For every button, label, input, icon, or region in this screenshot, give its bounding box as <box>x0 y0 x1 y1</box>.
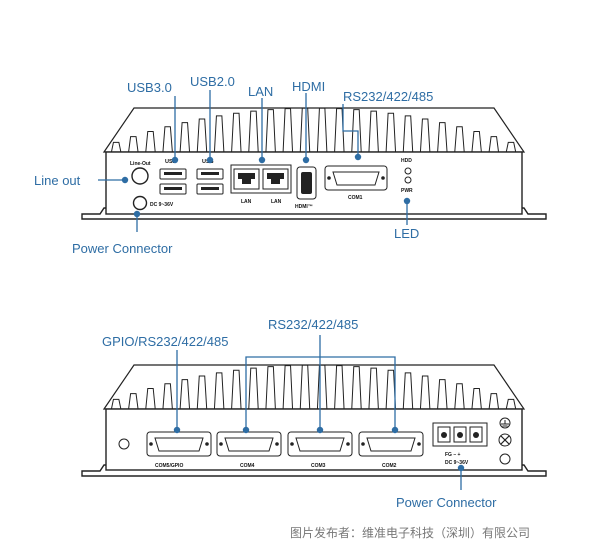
heatsink-fin <box>334 365 345 410</box>
com2-db9-port: COM2 <box>358 431 424 469</box>
heatsink-fin <box>402 372 414 410</box>
power-connector-callout-bottom: Power Connector <box>396 495 497 510</box>
top-callout-leaders <box>98 90 411 232</box>
hdmi-port-label: HDMI™ <box>295 204 313 210</box>
bottom-callout-leaders <box>173 335 465 490</box>
heatsink-fin <box>110 398 122 410</box>
publisher-watermark: 图片发布者：维准电子科技（深圳）有限公司 <box>290 525 530 540</box>
rs232-callout-top: RS232/422/485 <box>343 89 433 104</box>
power-connector-callout-top: Power Connector <box>72 241 173 256</box>
bottom-heatsink-fins <box>102 364 526 410</box>
heatsink-fin <box>351 366 362 410</box>
hdmi-callout: HDMI <box>292 79 325 94</box>
heatsink-fin <box>471 387 482 410</box>
heatsink-fin <box>213 372 225 410</box>
heatsink-fin <box>231 112 242 153</box>
com4-db9-port: COM4 <box>216 431 282 469</box>
heatsink-fin <box>402 115 414 153</box>
com3-port-label: COM3 <box>311 463 326 469</box>
heatsink-fin <box>265 109 276 153</box>
hdd-led-label: HDD <box>401 158 412 164</box>
heatsink-fin <box>437 379 448 410</box>
dc-port-label-top: DC 9~36V <box>150 202 174 208</box>
line-out-callout: Line out <box>34 173 81 188</box>
heatsink-fin <box>162 126 173 153</box>
heatsink-fin <box>248 367 259 410</box>
com1-db9-port: COM1 <box>324 165 388 201</box>
status-leds: HDD PWR <box>401 158 413 194</box>
heatsink-fin <box>488 393 500 410</box>
heatsink-fin <box>488 136 500 153</box>
heatsink-fin <box>162 383 173 410</box>
heatsink-fin <box>196 375 208 410</box>
heatsink-fin <box>145 130 156 153</box>
bottom-chassis <box>81 364 547 477</box>
right-mount-hole <box>499 453 511 465</box>
com2-port-label: COM2 <box>382 463 397 469</box>
lan-port-label-b: LAN <box>271 199 282 205</box>
heatsink-fin <box>299 107 311 153</box>
hdmi-port: HDMI™ <box>295 166 317 210</box>
heatsink-fin <box>385 112 397 153</box>
left-mount-hole <box>118 438 130 450</box>
heatsink-fin <box>368 110 379 153</box>
heatsink-fin <box>471 130 482 153</box>
com5-port-label: COM5/GPIO <box>155 463 183 469</box>
dc-port-label-bottom: DC 9~36V <box>445 460 469 466</box>
heatsink-fin <box>196 118 208 153</box>
com5-gpio-db9-port: COM5/GPIO <box>146 431 212 469</box>
heatsink-fin <box>368 367 379 410</box>
heatsink-fin <box>248 110 259 153</box>
com3-db9-port: COM3 <box>287 431 353 469</box>
lan-callout: LAN <box>248 84 273 99</box>
ground-screw-icon <box>498 433 512 447</box>
lan-port-pair: LAN LAN <box>230 164 292 205</box>
heatsink-fin <box>419 375 431 410</box>
top-heatsink-fins <box>102 107 526 153</box>
heatsink-fin <box>454 383 465 410</box>
com1-port-label: COM1 <box>348 195 363 201</box>
usb20-callout: USB2.0 <box>190 74 235 89</box>
heatsink-fin <box>128 393 139 410</box>
heatsink-fin <box>282 365 294 410</box>
heatsink-fin <box>213 115 225 153</box>
com4-port-label: COM4 <box>240 463 255 469</box>
rs232-callout-bottom: RS232/422/485 <box>268 317 358 332</box>
heatsink-fin <box>265 366 276 410</box>
usb30-port-label: USB <box>165 159 177 165</box>
heatsink-fin <box>179 122 191 153</box>
heatsink-fin <box>299 364 311 410</box>
usb30-callout: USB3.0 <box>127 80 172 95</box>
heatsink-fin <box>437 122 448 153</box>
heatsink-fin <box>454 126 465 153</box>
heatsink-outline <box>102 107 526 153</box>
line-out-jack: Line-Out <box>130 161 151 185</box>
heatsink-fin <box>316 107 328 153</box>
heatsink-fin <box>179 379 191 410</box>
heatsink-fin <box>231 369 242 410</box>
led-callout: LED <box>394 226 419 241</box>
lan-port-label-a: LAN <box>241 199 252 205</box>
ground-icon <box>499 417 511 429</box>
heatsink-outline <box>102 364 526 410</box>
heatsink-fin <box>419 118 431 153</box>
heatsink-fin <box>110 141 122 153</box>
heatsink-fin <box>505 398 517 410</box>
gpio-rs232-callout: GPIO/RS232/422/485 <box>102 334 228 349</box>
heatsink-fin <box>316 364 328 410</box>
dc-jack-top: DC 9~36V <box>132 195 174 211</box>
terminal-block-connector: FG – + DC 9~36V <box>432 422 488 466</box>
heatsink-fin <box>282 108 294 153</box>
terminal-fg-label: FG – + <box>445 452 461 458</box>
usb30-port-stack: USB <box>159 159 187 195</box>
heatsink-fin <box>145 387 156 410</box>
heatsink-fin <box>505 141 517 153</box>
heatsink-fin <box>128 136 139 153</box>
line-out-port-label: Line-Out <box>130 161 151 167</box>
pwr-led-label: PWR <box>401 188 413 194</box>
